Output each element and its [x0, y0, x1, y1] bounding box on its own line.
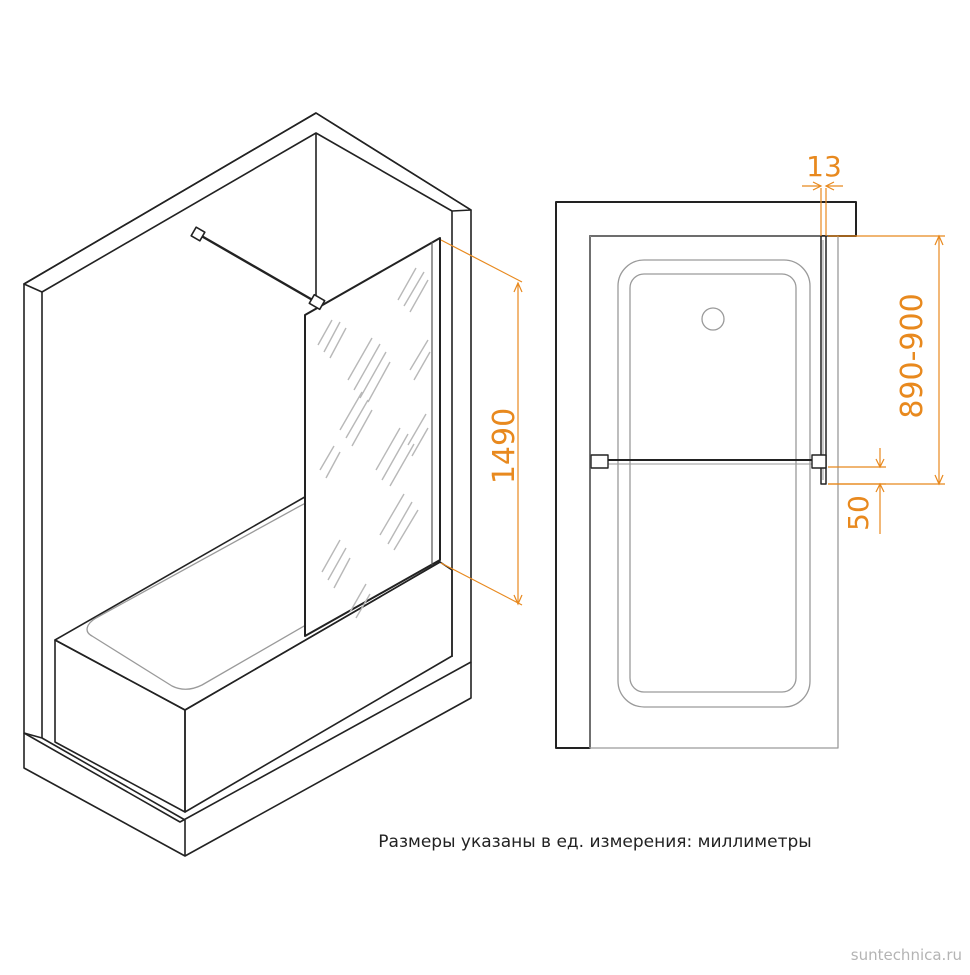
support-bar-wall-mount [190, 226, 206, 242]
dim-890-arrow-bottom [934, 474, 944, 486]
dim-13-arrow-right [824, 181, 835, 191]
dim-50-label: 50 [842, 495, 875, 531]
support-bar-glass-clamp [308, 293, 326, 311]
isometric-view [23, 112, 472, 857]
plan-view [555, 201, 857, 749]
dim-50-arrow-bottom [875, 482, 885, 493]
dim-1490-label: 1490 [487, 408, 522, 484]
dim-bar-offset [828, 448, 886, 534]
glass-pattern-strokes [317, 267, 431, 619]
plan-bathtub-rim [617, 259, 811, 708]
dim-offset-top [802, 181, 843, 236]
dim-890-900-label: 890-900 [895, 293, 930, 418]
support-bar-rod [197, 232, 317, 304]
iso-wall-structure [23, 112, 472, 857]
iso-floor-left [41, 737, 186, 821]
dim-1490-ext-bottom [440, 562, 523, 606]
plan-bathtub-basin [629, 273, 797, 693]
watermark: suntechnica.ru [850, 946, 962, 964]
plan-bar-glass-clamp [811, 454, 827, 469]
bathtub-side-face [184, 561, 453, 813]
plan-wall-section [555, 201, 857, 749]
iso-plinth [23, 662, 472, 857]
plan-bar-wall-mount [590, 454, 609, 469]
dim-50-arrow-top [875, 458, 885, 469]
bathtub-front-face [54, 639, 186, 813]
dim-panel-height [440, 239, 523, 606]
dim-890-arrow-top [934, 234, 944, 246]
plan-drain [701, 307, 725, 331]
dim-13-arrow-left [812, 181, 823, 191]
iso-support-bar [190, 226, 326, 311]
dim-13-label: 13 [806, 150, 842, 183]
dim-1490-arrow-bottom [513, 594, 523, 606]
dim-1490-arrow-top [513, 281, 523, 293]
dim-1490-ext-top [440, 239, 523, 283]
plan-bathtub-outline [589, 235, 839, 749]
units-caption: Размеры указаны в ед. измерения: миллиме… [378, 832, 812, 852]
iso-floor-corner [23, 732, 43, 739]
iso-glass-panel [304, 237, 441, 637]
glass-panel-outline [304, 237, 441, 637]
